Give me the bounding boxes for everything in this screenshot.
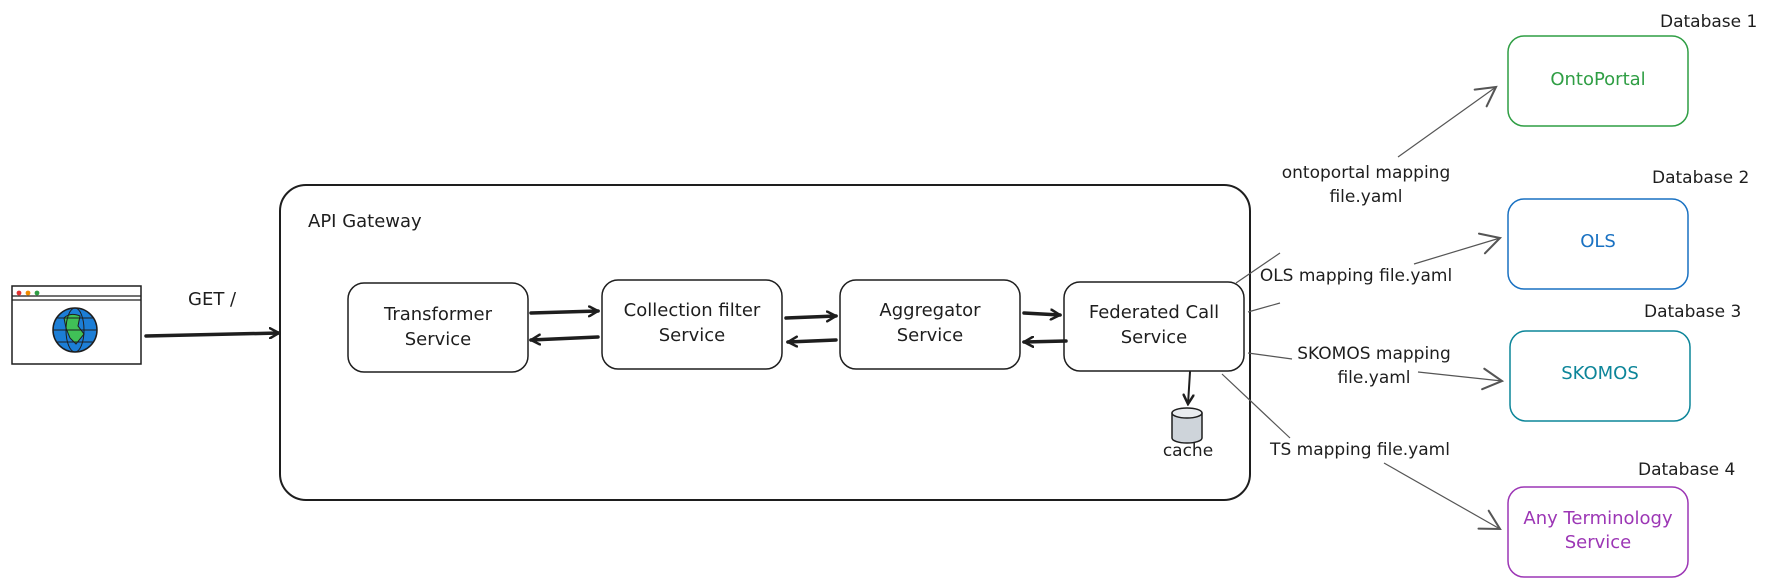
- request-label: GET /: [188, 289, 237, 310]
- skomos-connector-arrow: [1417, 367, 1505, 391]
- collection-filter-service-label: Collection filter Service: [623, 300, 761, 346]
- database-3-name: SKOMOS: [1561, 363, 1639, 384]
- ontoportal-connector: [1235, 252, 1281, 284]
- federated-call-service-box: [1063, 281, 1245, 372]
- cache-label: cache: [1162, 441, 1214, 461]
- database-2-name: OLS: [1580, 231, 1616, 252]
- skomos-mapping-label: SKOMOS mapping file.yaml: [1297, 344, 1451, 388]
- database-4-box: [1507, 486, 1689, 578]
- database-3-heading: Database 3: [1644, 302, 1742, 322]
- request-arrow: [144, 333, 279, 336]
- federated-to-aggregator-arrow: [1024, 341, 1068, 342]
- transformer-to-filter-arrow: [529, 311, 598, 313]
- skomos-connector: [1247, 352, 1293, 360]
- transformer-service-label: Transformer Service: [383, 304, 493, 350]
- database-3-box: [1509, 330, 1691, 422]
- ontoportal-mapping-label: ontoportal mapping file.yaml: [1281, 163, 1451, 207]
- filter-to-aggregator-arrow: [784, 316, 836, 318]
- cache-cylinder-icon: [1171, 407, 1203, 444]
- ts-connector-arrow: [1383, 462, 1502, 531]
- database-2-box: [1507, 198, 1689, 290]
- database-4-heading: Database 4: [1638, 460, 1736, 480]
- federated-to-cache-arrow: [1188, 371, 1190, 404]
- globe-icon: [52, 307, 98, 353]
- collection-filter-service-box: [601, 279, 783, 370]
- database-1-heading: Database 1: [1660, 12, 1758, 32]
- database-4-name: Any Terminology Service: [1523, 508, 1673, 553]
- aggregator-service-box: [839, 279, 1021, 370]
- aggregator-to-filter-arrow: [788, 340, 838, 342]
- api-gateway-box: [279, 184, 1251, 501]
- ts-mapping-label: TS mapping file.yaml: [1270, 440, 1450, 460]
- gateway-title: API Gateway: [308, 211, 422, 232]
- database-1-name: OntoPortal: [1550, 69, 1646, 90]
- ols-mapping-label: OLS mapping file.yaml: [1259, 266, 1453, 286]
- ols-connector-arrow: [1413, 232, 1503, 265]
- ontoportal-connector-arrow: [1397, 85, 1498, 158]
- aggregator-service-label: Aggregator Service: [879, 300, 981, 346]
- ts-connector: [1221, 373, 1291, 439]
- filter-to-transformer-arrow: [531, 337, 600, 340]
- database-2-heading: Database 2: [1652, 168, 1750, 188]
- transformer-service-box: [347, 282, 529, 373]
- database-1-box: [1507, 35, 1689, 127]
- browser-client-icon: [11, 285, 142, 365]
- ols-connector: [1247, 302, 1281, 313]
- aggregator-to-federated-arrow: [1022, 313, 1060, 315]
- federated-call-service-label: Federated Call Service: [1088, 302, 1220, 348]
